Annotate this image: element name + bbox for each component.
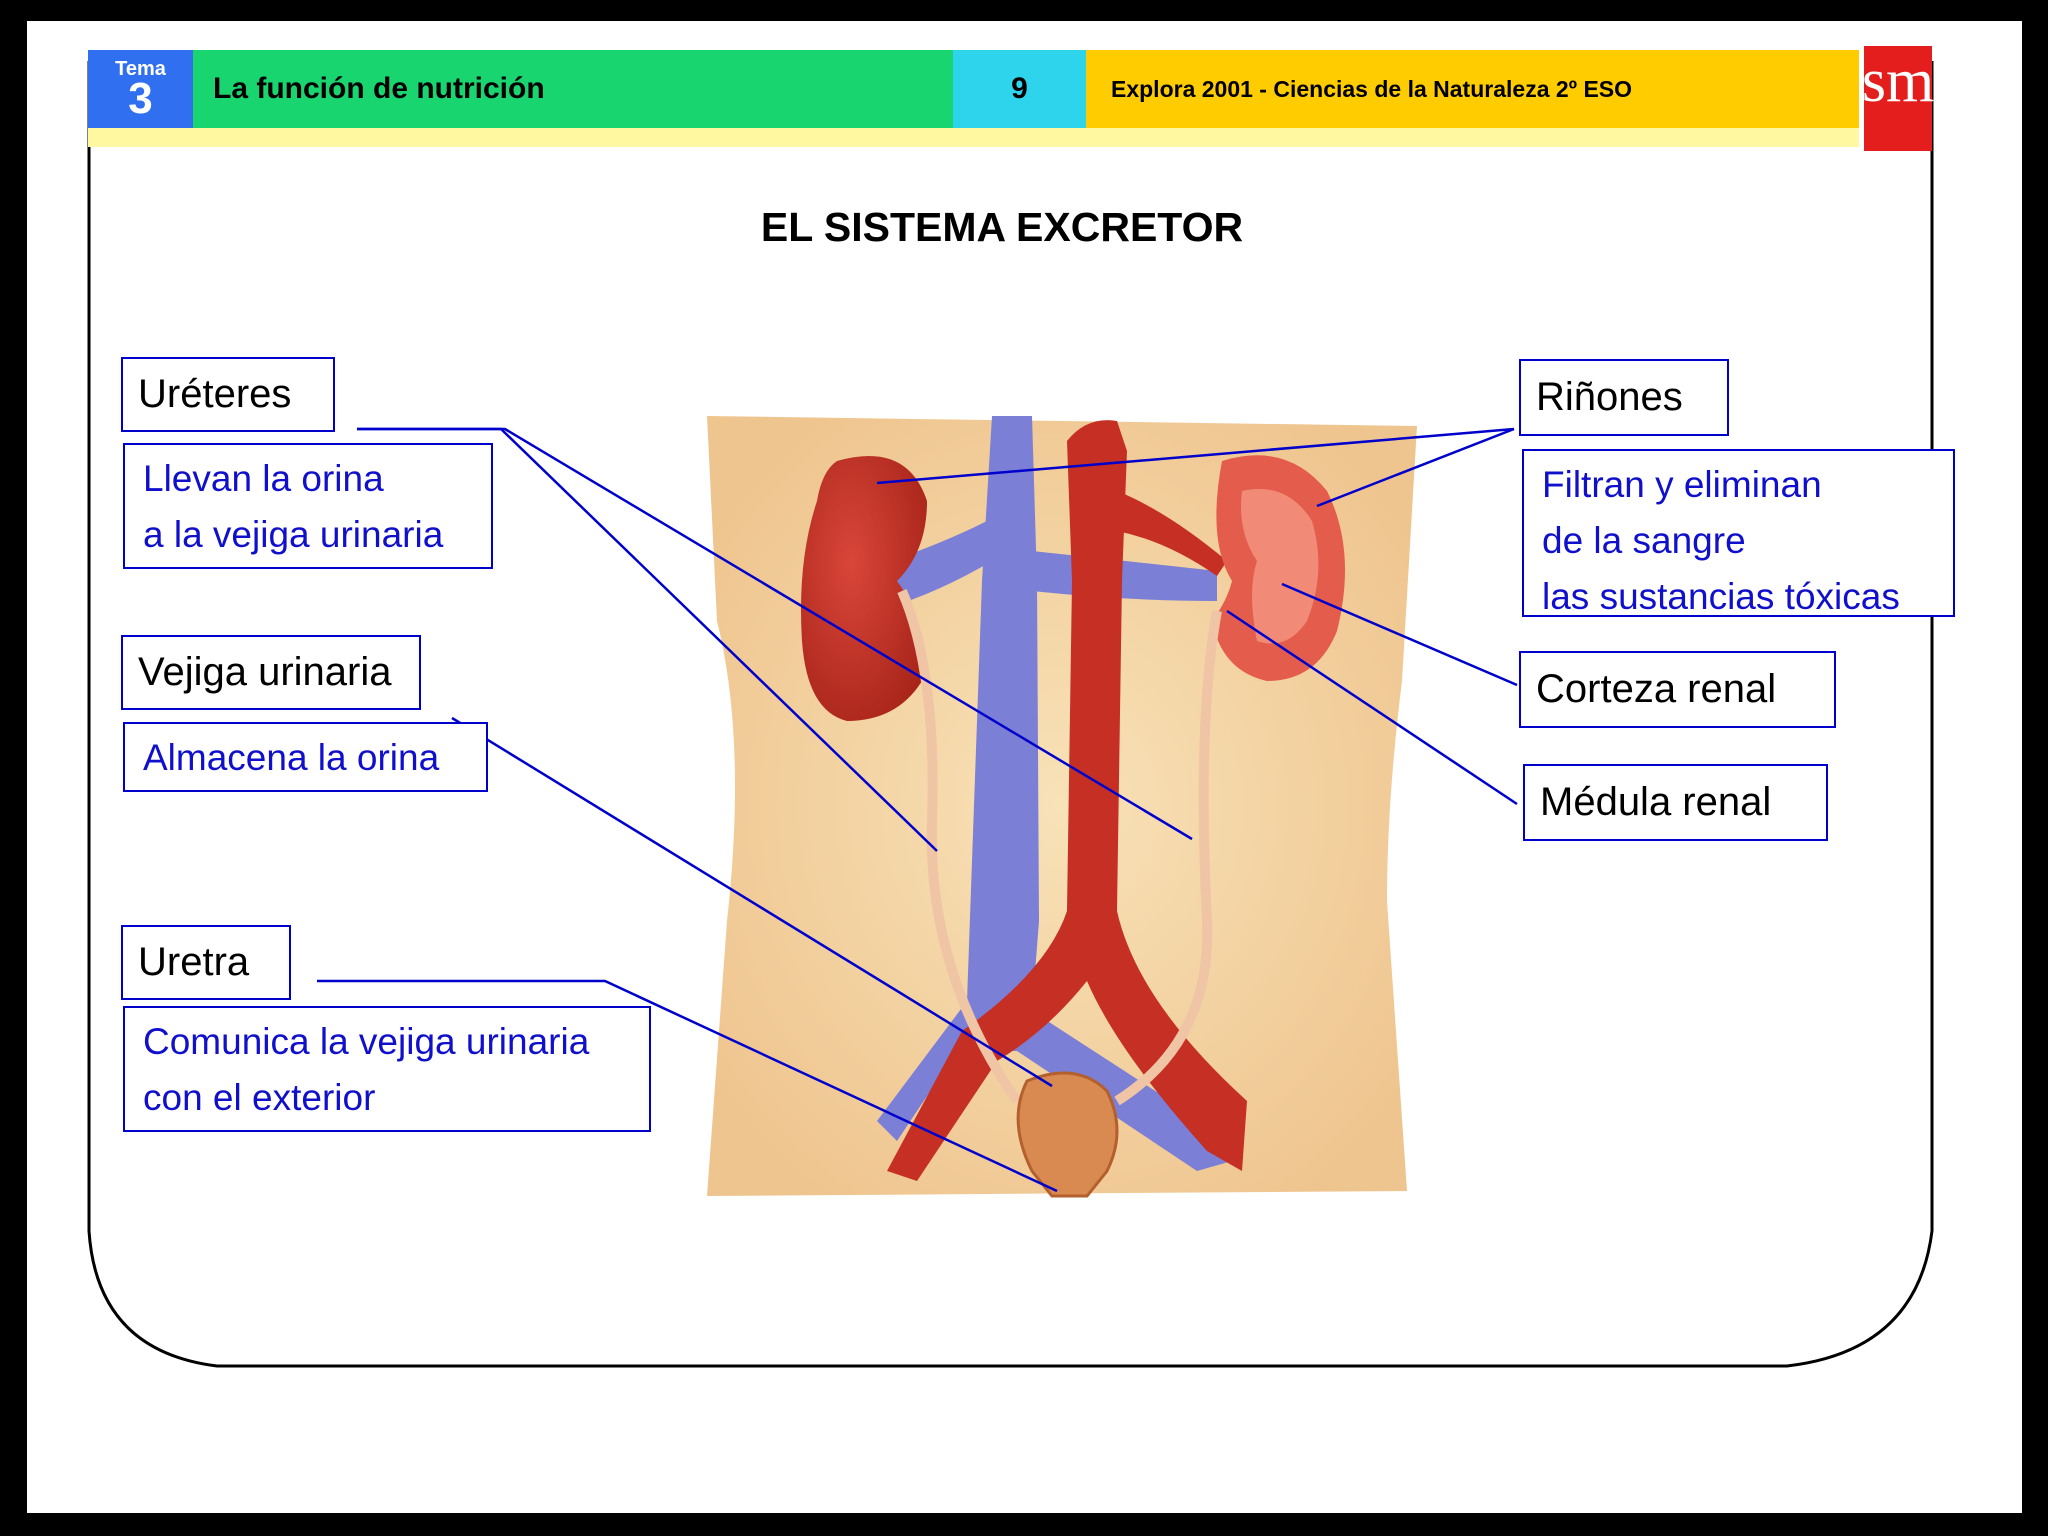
medula-label: Médula renal bbox=[1523, 764, 1828, 841]
pointer-corteza bbox=[1281, 582, 1518, 687]
pointer-rinones-right bbox=[1316, 427, 1515, 508]
pointer-lines bbox=[317, 427, 1518, 1193]
vejiga-label: Vejiga urinaria bbox=[121, 635, 421, 710]
corteza-label: Corteza renal bbox=[1519, 651, 1836, 728]
kidney-left bbox=[801, 456, 927, 721]
rinones-desc-line: las sustancias tóxicas bbox=[1542, 576, 1900, 617]
ureteres-desc-line: Llevan la orina bbox=[143, 458, 384, 499]
kidney-right-medulla bbox=[1241, 489, 1319, 644]
ureter-left bbox=[897, 588, 1022, 1104]
vejiga-description: Almacena la orina bbox=[123, 722, 488, 792]
page-number: 9 bbox=[953, 50, 1086, 128]
renal-artery-right bbox=[1117, 491, 1227, 576]
rinones-description: Filtran y eliminan de la sangre las sust… bbox=[1522, 449, 1955, 617]
chapter-title-bar: La función de nutrición bbox=[193, 50, 953, 128]
pointer-medula bbox=[1226, 609, 1518, 806]
tema-badge: Tema 3 bbox=[88, 50, 193, 128]
header-underline bbox=[88, 128, 1859, 147]
ureteres-desc-line: a la vejiga urinaria bbox=[143, 514, 444, 555]
course-title: Explora 2001 - Ciencias de la Naturaleza… bbox=[1111, 75, 1633, 102]
excretory-system-illustration bbox=[317, 416, 1518, 1198]
rinones-desc-line: de la sangre bbox=[1542, 520, 1746, 561]
pointer-ureteres-right bbox=[357, 427, 1193, 841]
ureter-right bbox=[1114, 610, 1222, 1106]
ureteres-label: Uréteres bbox=[121, 357, 335, 432]
tema-number: 3 bbox=[128, 74, 153, 123]
pointer-uretra bbox=[317, 979, 1058, 1193]
uretra-description: Comunica la vejiga urinaria con el exter… bbox=[123, 1006, 651, 1132]
uretra-desc-line: con el exterior bbox=[143, 1077, 376, 1118]
pointer-rinones-left bbox=[876, 427, 1515, 485]
bladder bbox=[1016, 1071, 1119, 1198]
vena-cava bbox=[877, 416, 1232, 1171]
aorta bbox=[887, 420, 1247, 1182]
uretra-desc-line: Comunica la vejiga urinaria bbox=[143, 1021, 590, 1062]
rinones-desc-line: Filtran y eliminan bbox=[1542, 464, 1822, 505]
uretra-label: Uretra bbox=[121, 925, 291, 1000]
course-bar: Explora 2001 - Ciencias de la Naturaleza… bbox=[1086, 50, 1859, 128]
ureteres-description: Llevan la orina a la vejiga urinaria bbox=[123, 443, 493, 569]
slide: Tema 3 La función de nutrición 9 Explora… bbox=[27, 21, 2022, 1513]
sm-logo: sm bbox=[1862, 46, 1934, 151]
tema-label: Tema bbox=[115, 58, 166, 80]
chapter-title: La función de nutrición bbox=[213, 72, 545, 105]
rinones-label: Riñones bbox=[1519, 359, 1729, 436]
slide-frame bbox=[87, 61, 1934, 1368]
page-title: EL SISTEMA EXCRETOR bbox=[760, 204, 1244, 250]
pointer-vejiga bbox=[451, 716, 1053, 1088]
vejiga-desc-line: Almacena la orina bbox=[143, 737, 440, 778]
